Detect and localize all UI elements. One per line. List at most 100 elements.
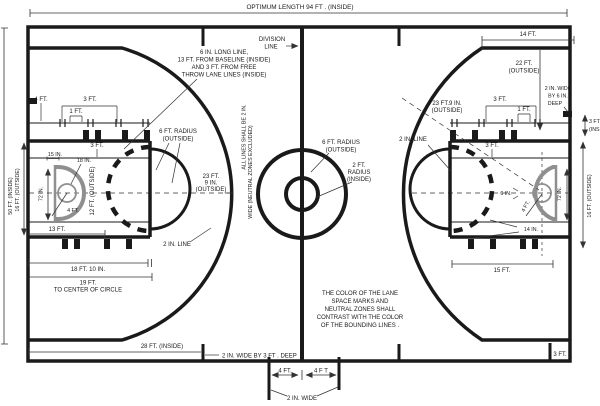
fifteen-in-bracket (46, 156, 60, 161)
right-free-throw-circle-dashed (449, 144, 495, 234)
left-free-throw-circle-solid (149, 147, 192, 231)
right-lane-space-blocks-top (450, 130, 517, 141)
overall-length-label: OPTIMUM LENGTH 94 FT . (INSIDE) (246, 4, 353, 11)
right-239-dashed-leader (401, 97, 540, 191)
left-lane-space-blocks-bottom (62, 239, 132, 249)
right-top-lane-dimensions: 3 FT. 1 FT. 3 FT. (485, 97, 537, 157)
right-lane-outer-lines (448, 139, 570, 239)
nineteen-ft-label-2: TO CENTER OF CIRCLE (54, 288, 122, 294)
right-key-3ft-label: 3 FT. (485, 143, 499, 149)
right-lane-space-blocks-bottom (468, 239, 538, 249)
center-6ft-radius-label-2: (OUTSIDE) (326, 148, 357, 154)
right-lane-width-label: 16 FT. (OUTSIDE) (587, 174, 593, 217)
right-rim (532, 183, 552, 203)
right-lane-inner-lines (450, 122, 570, 223)
six-in-label: 6 IN. (500, 191, 511, 197)
left-6ft-radius-label-1: 6 FT. RADIUS (159, 129, 197, 135)
left-2in-line-leader (189, 227, 212, 243)
two-in-wide-3ft-deep-label: 2 IN. WIDE BY 3 FT . DEEP (222, 354, 297, 360)
long-line-leader (123, 78, 198, 150)
twentytwo-ft-label-1: 22 FT. (516, 61, 533, 67)
left-1ft-bracket (69, 115, 83, 122)
twentyeight-ft-label: 28 FT. (INSIDE) (141, 344, 183, 350)
three-point-radius-callouts: 23 FT. 9 IN. (OUTSIDE) 23 FT.9 IN. (OUTS… (196, 97, 540, 194)
left-top-lane-dimensions: 4 FT. 3 FT. 1 FT. 3 FT. (34, 97, 118, 157)
color-note-line-1: THE COLOR OF THE LANE (322, 291, 398, 297)
right-baseline-mark-label-3: DEEP (548, 101, 563, 107)
six-in-bracket (512, 187, 519, 200)
right-3ft-inside-label-1: 3 FT (589, 119, 600, 125)
fourteen-in-label: 14 IN. (524, 227, 538, 233)
right-lane-tick-pairs (451, 119, 541, 127)
right-basket-details: 6 IN. 4 FT. 14 IN. 72 IN. (473, 168, 570, 239)
right-key (408, 119, 570, 249)
two-ft-radius-label-3: (INSIDE) (347, 177, 371, 183)
center-circle-callouts: 6 FT. RADIUS (OUTSIDE) 2 FT. RADIUS (INS… (242, 104, 372, 218)
left-rim (57, 183, 77, 203)
color-note: THE COLOR OF THE LANE SPACE MARKS AND NE… (317, 291, 404, 329)
right-4ft-arc-label: 4 FT. (521, 200, 532, 213)
overall-length-dimension: OPTIMUM LENGTH 94 FT . (INSIDE) (29, 4, 568, 17)
sideline-hash-marks (201, 27, 552, 361)
bottom-boundary-marks (267, 357, 341, 400)
long-line-label-2: 13 FT. FROM BASELINE (INSIDE) (178, 58, 271, 64)
left-key (28, 119, 192, 249)
left-1ft-label: 1 FT. (69, 109, 83, 115)
fifteen-ft-dim-line (451, 260, 554, 268)
left-lane-inner-lines (28, 122, 150, 223)
fifteen-in-label: 15 IN. (48, 152, 62, 158)
two-ft-radius-label-2: RADIUS (348, 170, 371, 176)
court-width-label: 50 FT. (INSIDE) (8, 177, 14, 215)
eighteen-in-label: 18 IN. (77, 158, 91, 164)
left-4ft-label: 4 FT. (34, 97, 48, 103)
left-free-throw-circle-dashed (105, 144, 151, 234)
bottom-4ft-label-left: 4 FT. (278, 369, 292, 375)
left-6ft-radius-leaders (155, 142, 181, 184)
left-2in-line-label: 2 IN. LINE (163, 242, 191, 248)
left-lane-width-label: 16 FT. (OUTSIDE) (15, 168, 21, 211)
two-in-line-callouts: 2 IN. LINE 2 IN. LINE (163, 137, 452, 248)
right-lower-dimensions: 15 FT. 3 FT. (451, 260, 567, 358)
left-edge-dimensions: 50 FT. (INSIDE) 16 FT. (OUTSIDE) (1, 27, 27, 345)
bottom-2in-wide-label: 2 IN. WIDE (287, 396, 317, 402)
bottom-2in-wide-leaders (270, 386, 339, 397)
long-line-annotation: 6 IN. LONG LINE, 13 FT. FROM BASELINE (I… (123, 50, 271, 150)
left-lane-outer-lines (28, 139, 152, 239)
right-2in-line-leader (427, 144, 452, 172)
top-right-dimensions: 14 FT. 22 FT. (OUTSIDE) 2 IN. WIDE BY 6 … (481, 32, 575, 131)
all-lines-note-1: ALL LINES SHALL BE 2 IN. (242, 104, 248, 169)
court-width-dim-line (1, 27, 8, 345)
right-4ft-arc-leader (525, 193, 543, 217)
left-4ft-arc-leader (51, 192, 68, 217)
right-2in-line-label: 2 IN. LINE (399, 137, 427, 143)
right-3ft-inside-label-2: (INSIDE) (589, 127, 600, 133)
eighteen-ft-ten-dim-line (28, 259, 152, 267)
thirteen-ft-label: 13 FT. (49, 227, 66, 233)
long-line-label-4: THROW LANE LINES (INSIDE) (182, 73, 267, 79)
court-boundary (26, 25, 572, 363)
fifteen-ft-label: 15 FT. (494, 268, 511, 274)
right-baseline-mark-label-2: BY 6 IN. (548, 94, 568, 100)
division-label-1: DIVISION (259, 37, 285, 43)
three-point-line-left (28, 46, 234, 342)
center-6ft-radius-label-1: 6 FT. RADIUS (322, 140, 360, 146)
left-ft-radius-callout: 6 FT. RADIUS (OUTSIDE) (155, 129, 197, 184)
bottom-center-marks: 4 FT. 4 F T 2 IN. WIDE (267, 357, 341, 402)
three-point-line-right (401, 46, 570, 342)
left-239-label-1: 23 FT. (203, 174, 220, 180)
left-restricted-arc (55, 165, 86, 221)
color-note-line-5: OF THE BOUNDING LINES . (321, 323, 400, 329)
right-72in-label: 72 IN. (557, 187, 563, 201)
left-lane-tick-pairs (59, 119, 149, 127)
fourteen-in-leaders (473, 219, 520, 239)
all-lines-note-2: WIDE (NEUTRAL ZONES EXCLUDED) (248, 125, 254, 219)
center-circle-inner (284, 176, 320, 212)
color-note-line-4: CONTRAST WITH THE COLOR (317, 315, 404, 321)
eighteen-in-leader (70, 163, 82, 185)
color-note-line-3: NEUTRAL ZONES SHALL (325, 307, 396, 313)
center-radius-leaders (310, 152, 353, 198)
left-72in-label: 72 IN. (39, 187, 45, 201)
right-baseline-mark-label-1: 2 IN. WIDE (545, 86, 572, 92)
